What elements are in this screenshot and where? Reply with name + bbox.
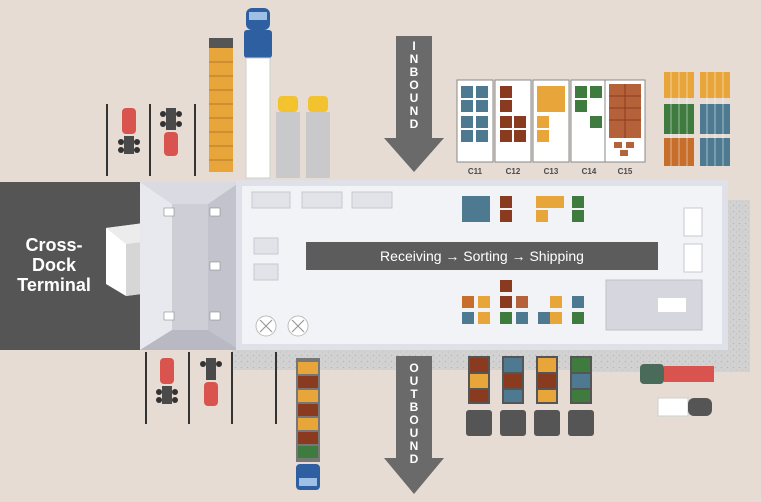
red-cab-top-2 [160, 108, 182, 156]
arrow-letter: U [409, 426, 419, 440]
arrow-letter: D [409, 452, 419, 466]
bay-c15-cargo [609, 84, 641, 156]
terminal-title-line-1: Cross- [25, 235, 83, 255]
arrow-letter: N [409, 52, 419, 66]
red-cab-bottom-2 [200, 358, 222, 406]
arrow-letter: O [409, 413, 419, 427]
interior-cargo-bottom [462, 280, 584, 324]
outbound-truck-2 [500, 356, 526, 436]
arrow-letter: D [409, 117, 419, 131]
parking-lines-top [106, 104, 196, 176]
red-cab-top-1 [118, 108, 140, 154]
inbound-arrow [384, 36, 444, 172]
bay-c14-cargo [575, 86, 602, 128]
arrow-letter: I [412, 39, 416, 53]
arrow-letter: N [409, 439, 419, 453]
outbound-arrow [384, 356, 444, 494]
flow-label: Receiving → Sorting → Shipping [380, 248, 584, 264]
arrow-letter: O [409, 78, 419, 92]
right-cargo-stacks [664, 72, 730, 166]
flow-bar [306, 242, 658, 270]
dock-doors [163, 207, 221, 321]
bay-label-c15: C15 [617, 167, 633, 176]
outbound-truck-4 [568, 356, 594, 436]
arrow-letter: B [409, 65, 419, 79]
terminal-title-line-2: Dock [31, 255, 76, 275]
yellow-cab-truck-1 [276, 96, 300, 178]
bay-c13-cargo [537, 86, 565, 142]
terminal-title-line-3: Terminal [17, 275, 91, 295]
arrow-letter: U [409, 374, 419, 388]
parking-lines-bottom [145, 352, 277, 424]
bay-label-c12: C12 [505, 167, 521, 176]
interior-fixtures [251, 191, 703, 337]
bay-label-c13: C13 [543, 167, 559, 176]
terminal-title: Cross- Dock Terminal [4, 235, 104, 295]
arrow-letter: T [410, 387, 418, 401]
arrow-letter: U [409, 91, 419, 105]
yellow-cab-truck-2 [306, 96, 330, 178]
white-trailer-truck-right [657, 397, 712, 417]
red-cab-bottom-1 [156, 358, 178, 404]
bay-label-c14: C14 [581, 167, 597, 176]
arrow-letter: N [409, 104, 419, 118]
red-trailer-truck-right [640, 364, 714, 384]
arrow-letter: B [409, 400, 419, 414]
yellow-trailer-truck-top [209, 38, 233, 172]
interior-cargo-top [462, 196, 584, 222]
bay-label-c11: C11 [467, 167, 483, 176]
cargo-truck-bottom [296, 358, 320, 490]
arrow-letter: O [409, 361, 419, 375]
outbound-truck-1 [466, 356, 492, 436]
bay-c12-cargo [500, 86, 526, 142]
outbound-truck-3 [534, 356, 560, 436]
bay-c11-cargo [461, 86, 488, 142]
blue-cab-truck-top [244, 8, 272, 179]
